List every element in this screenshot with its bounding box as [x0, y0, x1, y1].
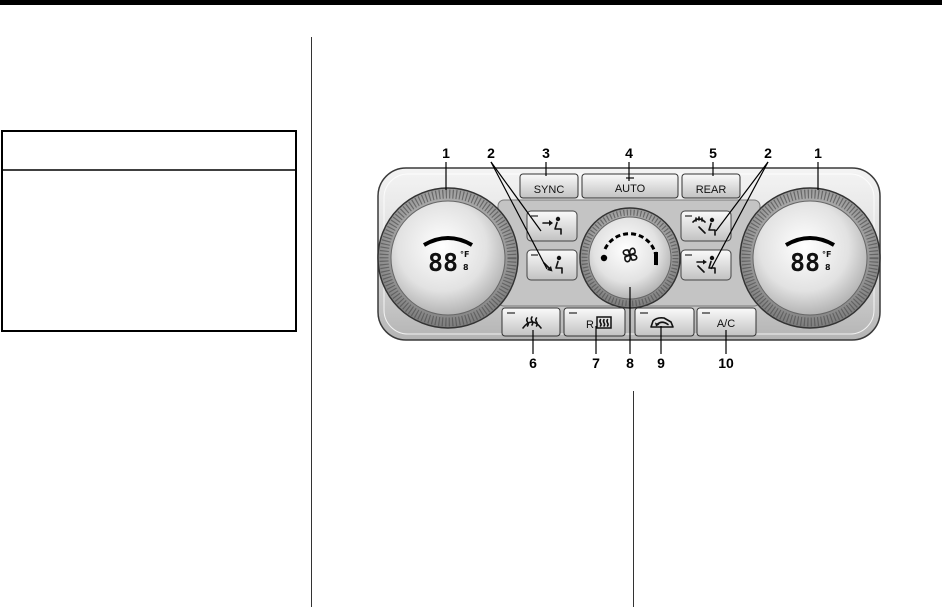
temperature-arc-indicator	[422, 236, 474, 247]
right-temperature-unit: °F	[822, 250, 831, 259]
top-rule	[0, 0, 942, 5]
auto-indicator-light	[626, 177, 634, 179]
fan-icon	[622, 247, 638, 263]
right-lower-vent-button	[680, 249, 732, 281]
fan-off-dot	[600, 254, 608, 262]
rear-defrost-button: R	[563, 307, 626, 337]
rear-defrost-icon	[596, 316, 612, 329]
front-defrost-button	[501, 307, 561, 337]
vent-face-icon	[542, 216, 562, 235]
auto-button: AUTO	[581, 173, 679, 199]
callout-number: 3	[542, 145, 550, 161]
callout-number: 2	[487, 145, 495, 161]
sync-button: SYNC	[519, 173, 579, 199]
callout-numbers-bottom: 6 7 8 9 10	[529, 355, 734, 371]
callout-number: 1	[814, 145, 822, 161]
ac-button: A/C	[696, 307, 757, 337]
indicator-light	[531, 215, 538, 217]
callout-number: 4	[625, 145, 633, 161]
temperature-arc-indicator	[784, 236, 836, 247]
callout-number: 6	[529, 355, 537, 371]
callout-number: 9	[657, 355, 665, 371]
indicator-light	[507, 312, 515, 314]
recirculation-icon	[650, 317, 674, 328]
callout-number: 1	[442, 145, 450, 161]
indicator-light	[640, 312, 648, 314]
recirculation-button	[634, 307, 695, 337]
indicator-light	[531, 254, 538, 256]
callout-number: 8	[626, 355, 634, 371]
callout-number: 2	[764, 145, 772, 161]
callout-leader-lines	[445, 161, 819, 354]
indicator-light	[685, 215, 692, 217]
indicator-light	[569, 312, 577, 314]
sync-button-label: SYNC	[534, 184, 565, 196]
left-upper-vent-button	[526, 210, 578, 242]
left-temperature-digits: 88	[428, 248, 458, 277]
right-upper-vent-button	[680, 210, 732, 242]
left-temperature-knob: 88 °F 8	[377, 187, 519, 329]
callout-numbers-top: 1 2 3 4 5 2 1	[442, 145, 822, 161]
fan-speed-max-mark	[654, 252, 658, 265]
left-temperature-unit: °F	[460, 250, 469, 259]
vent-defrost-floor-icon	[692, 216, 716, 236]
front-defrost-icon	[522, 316, 542, 329]
climate-control-illustration: SYNC AUTO REAR	[377, 145, 881, 371]
rear-button: REAR	[681, 173, 741, 199]
right-temperature-knob: 88 °F 8	[739, 187, 881, 329]
rear-defrost-prefix: R	[586, 319, 594, 331]
indicator-light	[685, 254, 692, 256]
right-temperature-sub: 8	[825, 263, 831, 272]
left-info-box	[1, 130, 297, 332]
left-lower-vent-button	[526, 249, 578, 281]
left-temperature-sub: 8	[463, 263, 469, 272]
rear-button-label: REAR	[696, 184, 727, 196]
auto-button-label: AUTO	[615, 183, 646, 195]
callout-number: 5	[709, 145, 717, 161]
indicator-light	[702, 312, 710, 314]
fan-speed-knob	[579, 207, 681, 309]
ac-button-label: A/C	[717, 318, 735, 330]
right-temperature-digits: 88	[790, 248, 820, 277]
callout-number: 7	[592, 355, 600, 371]
callout-number: 10	[718, 355, 734, 371]
